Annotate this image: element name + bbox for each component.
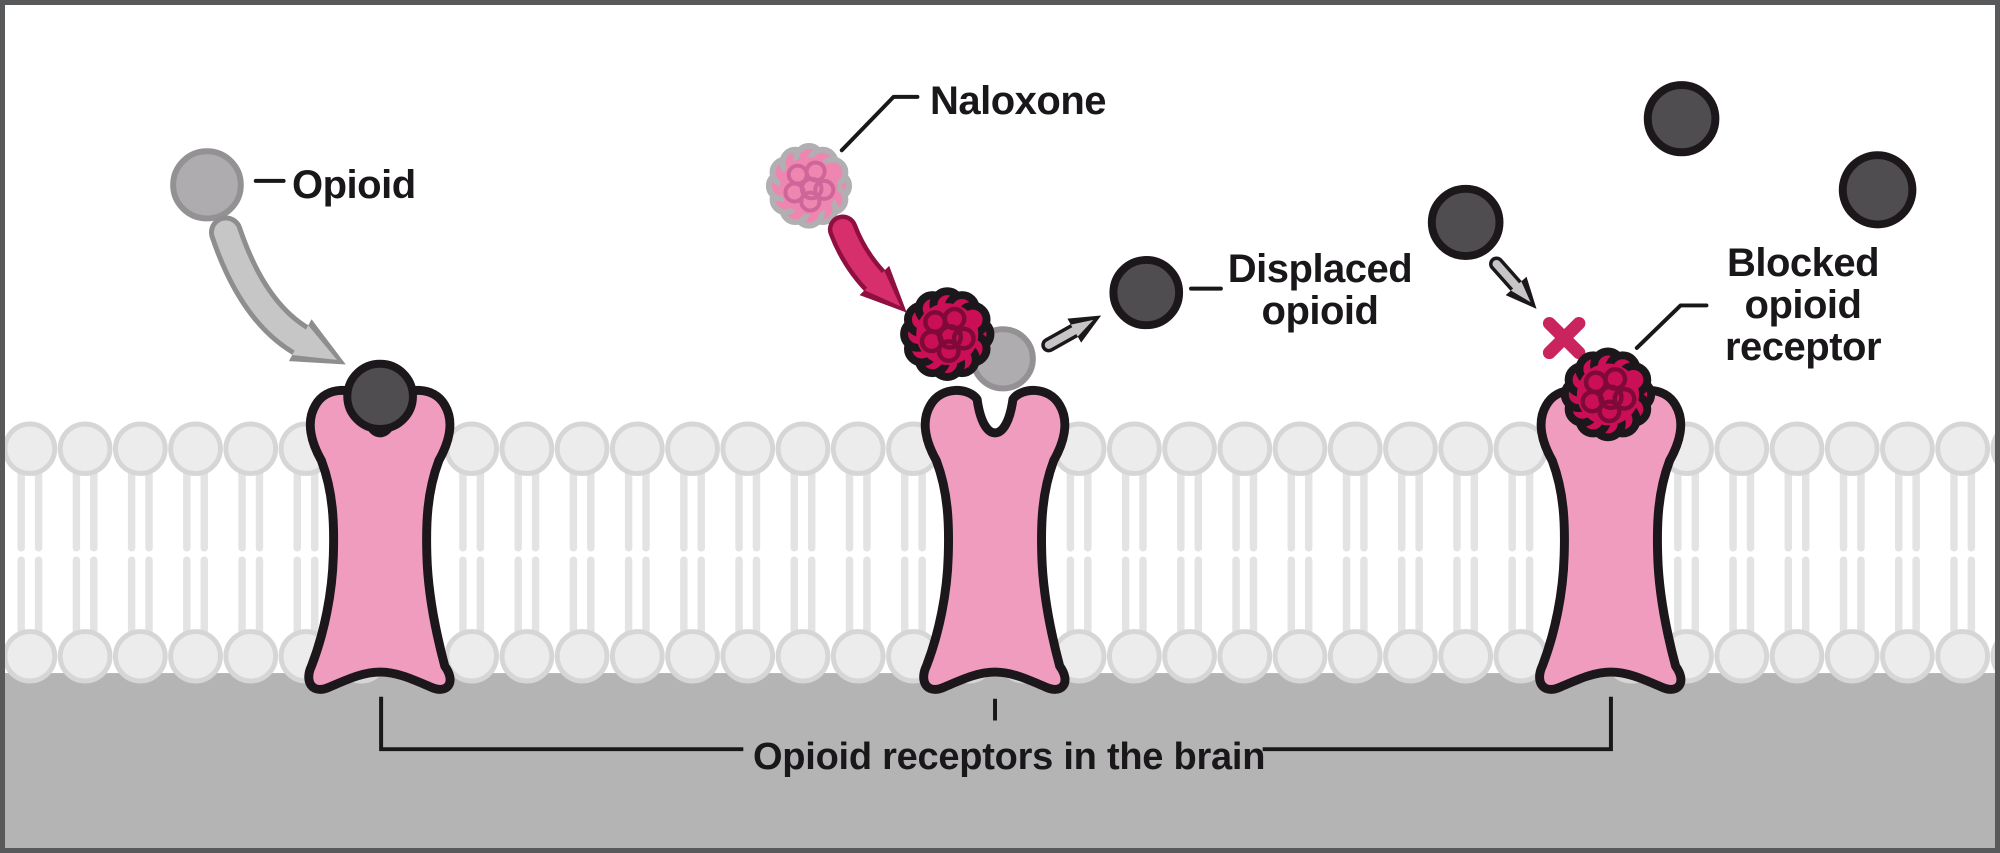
naloxone-arrow-icon xyxy=(832,218,901,307)
lipid-molecule xyxy=(1935,421,1991,684)
opioid-receptor-middle xyxy=(924,390,1065,689)
naloxone-label: Naloxone xyxy=(929,79,1107,123)
lipid-molecule xyxy=(223,421,279,684)
rejected-arrow-icon xyxy=(1492,259,1531,303)
cell-membrane xyxy=(5,421,1995,684)
displaced-opioid-label-line1: Displaced xyxy=(1227,247,1413,291)
naloxone-molecule-free xyxy=(765,143,853,229)
lipid-molecule xyxy=(168,421,223,684)
displace-arrow-icon xyxy=(1044,319,1094,349)
naloxone-molecule-blocking xyxy=(1560,347,1656,442)
opioid-ball-floating-1 xyxy=(1643,81,1720,157)
lipid-molecule xyxy=(1493,421,1549,684)
lipid-molecule xyxy=(1327,421,1383,684)
lipid-molecule xyxy=(1272,421,1328,684)
receptor-bracket-right xyxy=(1262,696,1613,752)
blocked-receptor-label-line1: Blocked xyxy=(1726,241,1880,285)
lipid-molecule xyxy=(57,421,113,684)
displaced-opioid-label-line2: opioid xyxy=(1261,289,1379,333)
opioid-ball-bound xyxy=(343,359,417,433)
displaced-opioid-label: Displaced opioid xyxy=(1210,248,1430,332)
lipid-molecule xyxy=(1824,421,1880,684)
lipid-molecule xyxy=(665,421,720,684)
binding-arrow-icon xyxy=(213,220,338,360)
lipid-molecule xyxy=(5,421,58,684)
blocked-receptor-label-line3: receptor xyxy=(1724,325,1882,369)
lipid-molecule xyxy=(112,421,168,684)
opioid-label: Opioid xyxy=(292,163,416,207)
lipid-molecule xyxy=(775,421,831,684)
lipid-molecule xyxy=(609,421,665,684)
lipid-molecule xyxy=(1880,421,1935,684)
lipid-molecule xyxy=(1217,421,1273,684)
lipid-molecule xyxy=(1438,421,1494,684)
opioid-receptor-left xyxy=(309,390,450,689)
opioid-ball-free xyxy=(170,148,244,222)
blocked-receptor-label-line2: opioid xyxy=(1744,283,1862,327)
opioid-ball-displaced xyxy=(1109,256,1184,330)
lipid-molecule xyxy=(830,421,886,684)
blocked-label-line xyxy=(1634,303,1709,350)
lipid-molecule xyxy=(1383,421,1438,684)
bottom-caption: Opioid receptors in the brain xyxy=(753,736,1266,778)
lipid-molecule xyxy=(1106,421,1162,684)
receptor-bracket-left xyxy=(379,696,744,752)
lipid-molecule xyxy=(1990,433,1995,672)
lipid-molecule xyxy=(1714,421,1770,684)
lipid-molecule xyxy=(1769,421,1825,684)
lipid-molecule xyxy=(554,421,610,684)
blocked-x-icon xyxy=(1542,316,1586,360)
naloxone-label-line xyxy=(839,94,920,153)
lipid-molecule xyxy=(444,421,500,684)
blocked-receptor-label: Blocked opioid receptor xyxy=(1700,242,1906,368)
lipid-molecule xyxy=(499,421,555,684)
opioid-ball-rejected xyxy=(1427,184,1504,260)
intracellular-region xyxy=(5,673,1995,848)
lipid-molecule xyxy=(1162,421,1217,684)
lipid-molecule xyxy=(720,421,776,684)
diagram-canvas xyxy=(5,81,1995,848)
opioid-ball-floating-2 xyxy=(1838,151,1917,229)
lipid-molecule xyxy=(1051,421,1107,684)
naloxone-molecule-bound xyxy=(900,287,995,381)
